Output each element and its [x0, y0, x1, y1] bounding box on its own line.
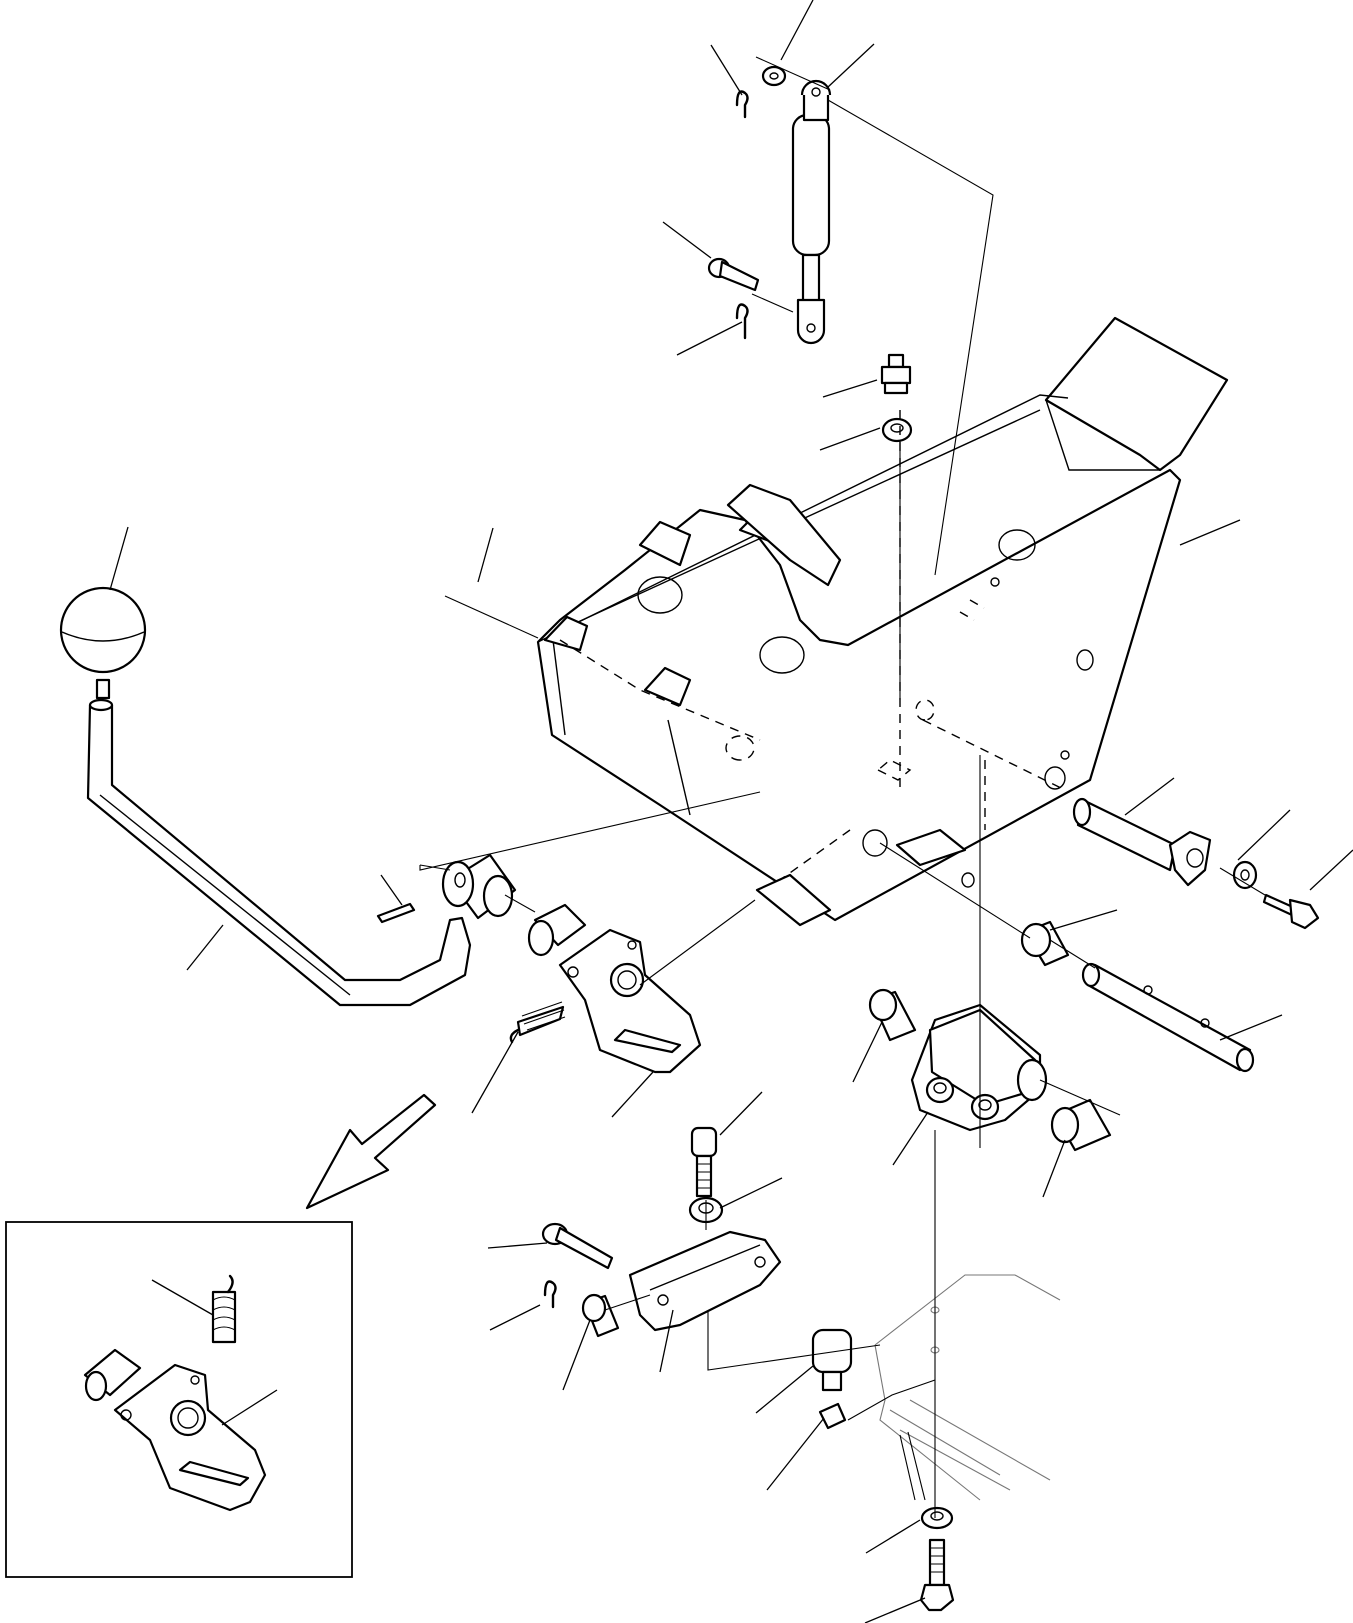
bushing-small [868, 988, 917, 1042]
selector-plate [527, 903, 702, 1074]
clevis-bracket [628, 1230, 782, 1332]
console-bracket [536, 316, 1229, 927]
cotter-pin-top [735, 90, 749, 119]
cotter-pin-mid [735, 303, 749, 340]
leader-lines [109, 0, 1353, 1623]
inset-selector-plate [83, 1348, 267, 1512]
shaft-pin [1072, 797, 1212, 887]
bolt-right [1262, 893, 1320, 930]
pivot-block [910, 1003, 1048, 1132]
detail-inset [5, 1221, 353, 1578]
bushing-left [441, 853, 517, 920]
detail-arrow [305, 1093, 437, 1210]
bolt-bottom [919, 1538, 955, 1612]
pin-center [541, 1222, 614, 1270]
clevis-pin [707, 257, 760, 292]
bushing-right [1020, 920, 1070, 967]
washer-right [1232, 860, 1258, 890]
assembly-lines [419, 56, 1266, 1518]
cotter-pin-center [543, 1280, 557, 1309]
switch-nut [881, 417, 913, 443]
long-pin [1081, 962, 1255, 1073]
washer-bottom [920, 1506, 954, 1530]
gas-spring [791, 79, 832, 345]
washer-top [761, 65, 787, 87]
roll-pin [376, 902, 416, 924]
lever-knob [59, 586, 147, 700]
spring [509, 1001, 566, 1044]
bushing-center [581, 1293, 620, 1338]
switch [880, 353, 912, 395]
cap-screw [690, 1126, 718, 1198]
stopper-nut [818, 1402, 847, 1430]
shift-lever [86, 698, 472, 1007]
stopper [811, 1328, 853, 1392]
bushing-lower [1050, 1098, 1112, 1152]
floor-plate [874, 1274, 1061, 1501]
inset-spring [211, 1274, 237, 1344]
